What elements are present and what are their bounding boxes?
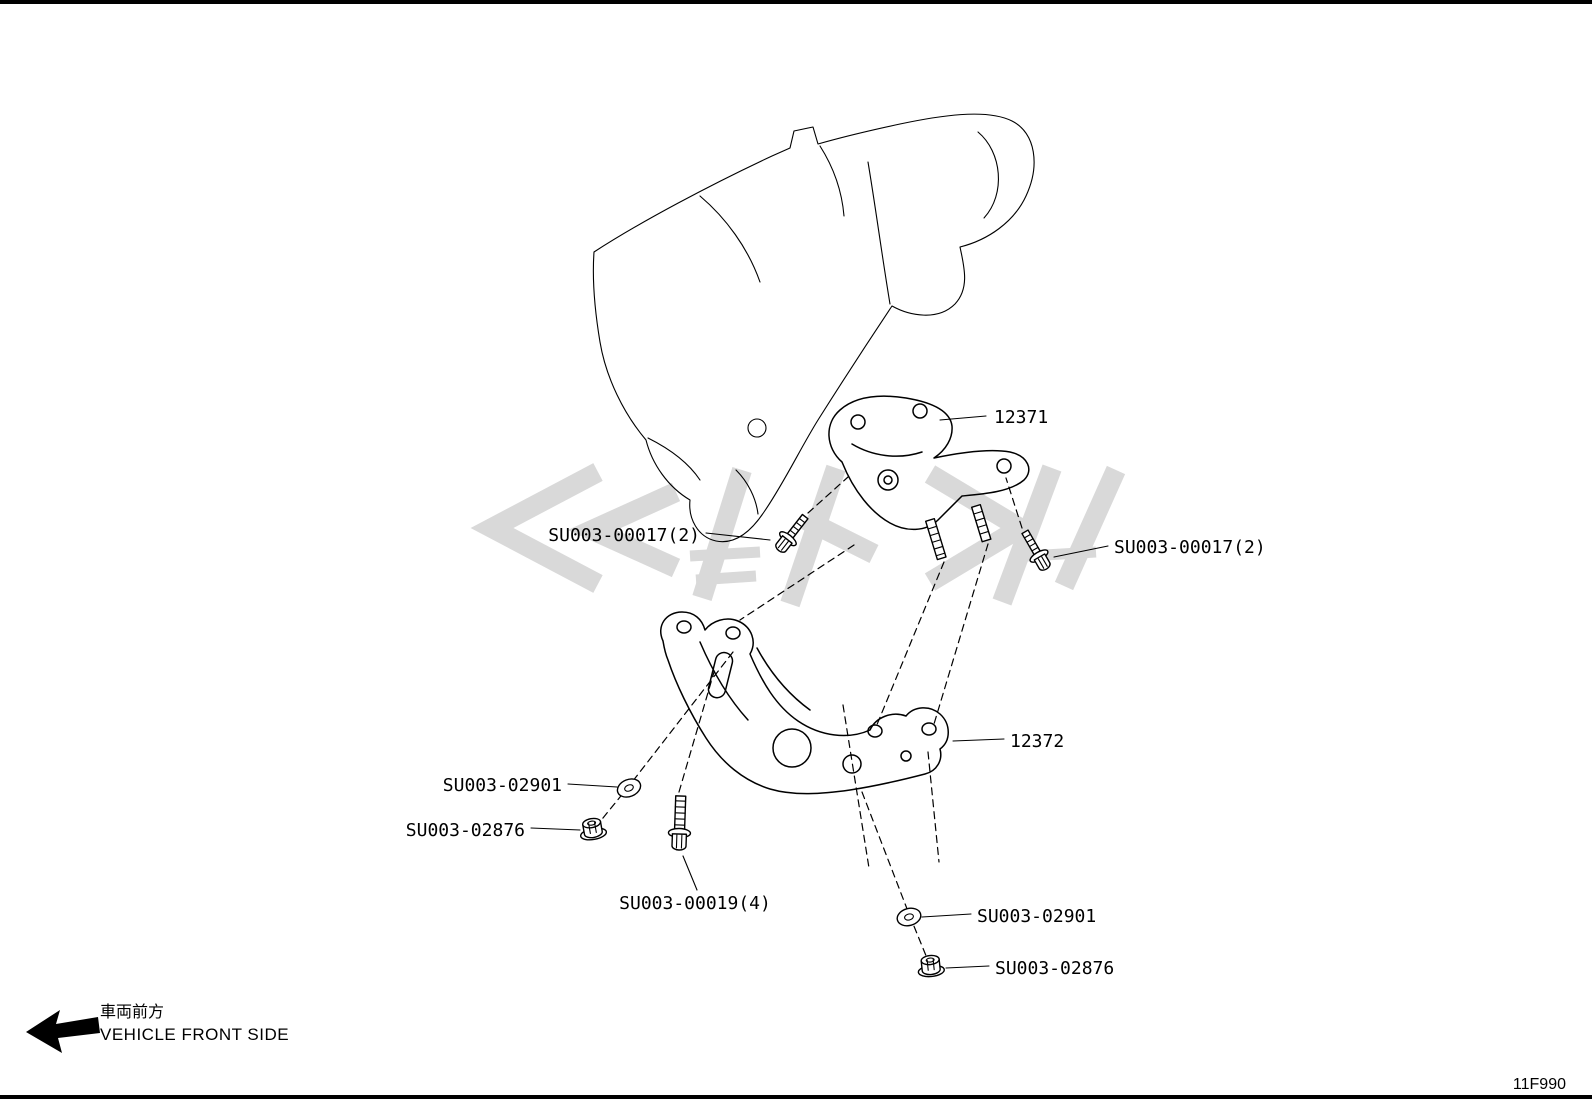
top-border [0,0,1592,4]
part-label-nut-left: SU003-02876 [406,820,525,841]
bracket-12371 [828,395,1030,561]
part-label-washer-right: SU003-02901 [977,906,1096,927]
washer-su003-02901-right [894,904,924,930]
nut-su003-02876-left [577,815,608,843]
bolt-su003-00019 [667,794,693,852]
part-label-bolt-upper-left: SU003-00017(2) [548,525,700,546]
part-label-12372: 12372 [1010,731,1064,752]
nut-su003-02876-right [916,953,946,979]
part-label-nut-right: SU003-02876 [995,958,1114,979]
part-label-bolt-upper-right: SU003-00017(2) [1114,537,1266,558]
leader-lines [530,415,1109,969]
front-direction-arrow [26,1010,100,1053]
washer-su003-02901-left [613,774,645,802]
front-side-label-en: VEHICLE FRONT SIDE [100,1025,289,1044]
part-label-bolt-lower: SU003-00019(4) [619,893,771,914]
orientation-legend: 車両前方 VEHICLE FRONT SIDE [26,1002,289,1053]
front-side-label-jp: 車両前方 [100,1002,164,1021]
stud-left [924,517,947,561]
part-label-washer-left: SU003-02901 [443,775,562,796]
stud-right [970,503,992,543]
transmission-outline [592,113,1035,543]
figure-code: 11F990 [1513,1076,1566,1093]
bracket-12372 [660,611,949,795]
bottom-border [0,1095,1592,1099]
part-label-12371: 12371 [994,407,1048,428]
